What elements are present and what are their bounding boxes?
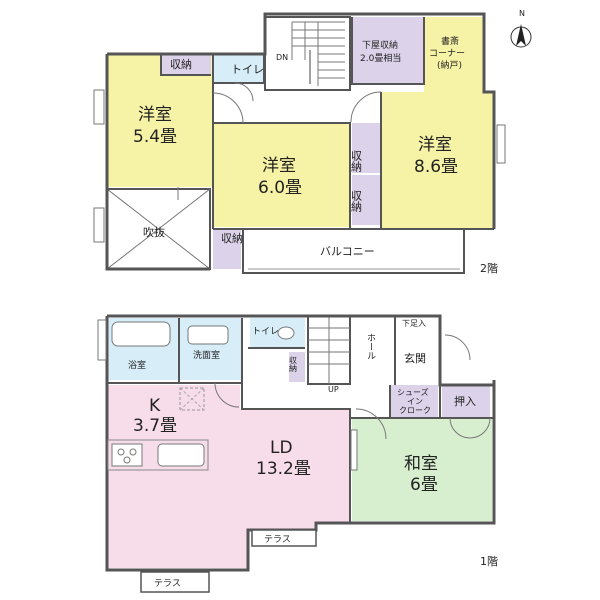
- balcony-label: バルコニー: [320, 245, 375, 258]
- shoe-box-label: 下足入: [402, 319, 426, 328]
- storage-a-fill: [352, 123, 380, 173]
- western-room-5-4-name: 洋室: [138, 105, 172, 125]
- study-line2: コーナー: [429, 48, 465, 59]
- entrance-label: 玄関: [404, 351, 426, 365]
- japanese-room-fill: [352, 418, 492, 521]
- balcony-area: [242, 228, 465, 274]
- living-dining-name: LD: [270, 438, 293, 458]
- storage-top-fill: [161, 54, 211, 75]
- study-corner-fill: [424, 17, 484, 92]
- japanese-room-name: 和室: [404, 454, 438, 474]
- attic-storage-line1: 下屋収納: [362, 39, 398, 51]
- floor-1-label: 1階: [480, 554, 498, 568]
- storage-1f-label: 収納: [289, 355, 298, 373]
- western-room-6-0-name: 洋室: [262, 156, 296, 176]
- shoes-closet-line3: クローク: [399, 406, 431, 415]
- storage-c-label: 収納: [221, 232, 243, 245]
- hall-label: ホール: [365, 333, 376, 360]
- attic-storage-line2: 2.0畳相当: [360, 52, 401, 64]
- japanese-room-size: 6畳: [410, 475, 438, 495]
- stairs-1f: [307, 315, 351, 385]
- western-room-6-0-fill: [213, 123, 350, 227]
- closet-fill: [442, 385, 490, 418]
- terrace-a-area: [251, 529, 317, 547]
- bath-label: 浴室: [128, 359, 146, 371]
- western-room-6-0-size: 6.0畳: [258, 178, 302, 198]
- storage-a-label: 収納: [350, 150, 363, 173]
- toilet-bowl-icon: [277, 326, 295, 340]
- floor-1-plan: 浴室 洗面室 トイレ 収納 ホール 下足入 玄関 シューズ イン クローク 押入…: [97, 314, 498, 593]
- closet-label: 押入: [454, 394, 476, 408]
- wash-basin-icon: [187, 325, 229, 345]
- stairs-2f: [264, 16, 351, 91]
- western-room-5-4-size: 5.4畳: [133, 127, 177, 147]
- western-room-8-6-name: 洋室: [418, 135, 452, 155]
- stairs-dn-label: DN: [276, 53, 288, 62]
- storage-1f-fill: [289, 352, 305, 382]
- sink-icon: [157, 443, 205, 467]
- shoes-closet-line1: シューズ: [397, 387, 429, 397]
- toilet-1f-label: トイレ: [252, 327, 279, 337]
- western-room-8-6-fill: [381, 92, 494, 228]
- terrace-b-label: テラス: [154, 578, 181, 589]
- washroom-label: 洗面室: [193, 349, 220, 361]
- storage-c-fill: [213, 229, 241, 269]
- study-line1: 書斎: [441, 35, 459, 47]
- study-line3: (納戸): [437, 59, 462, 71]
- western-room-5-4-fill: [107, 54, 213, 187]
- terrace-a-label: テラス: [264, 534, 291, 545]
- compass-label: N: [519, 9, 525, 18]
- shoes-closet-line2: イン: [407, 397, 423, 406]
- attic-storage-fill: [352, 17, 424, 84]
- ldk-fill: [107, 385, 350, 568]
- storage-top-label: 収納: [170, 58, 192, 71]
- stove-icon: [111, 443, 143, 467]
- shoes-closet-fill: [391, 385, 438, 418]
- terrace-b-area: [140, 571, 210, 593]
- western-room-8-6-size: 8.6畳: [414, 157, 458, 177]
- floor-2-label: 2階: [480, 261, 498, 275]
- toilet-2f-label: トイレ: [231, 63, 264, 76]
- north-compass-icon: N: [510, 9, 532, 48]
- floor-2-plan: 洋室 5.4畳 洋室 6.0畳 洋室 8.6畳 収納 トイレ DN 下屋収納 2…: [93, 12, 506, 275]
- kitchen-name: K: [149, 396, 161, 416]
- living-dining-size: 13.2畳: [256, 459, 311, 479]
- void-label: 吹抜: [143, 225, 165, 239]
- storage-b-fill: [352, 175, 380, 225]
- stairs-up-label: UP: [328, 385, 339, 394]
- fridge-space: [179, 387, 205, 411]
- kitchen-size: 3.7畳: [133, 416, 177, 436]
- toilet-2f-fill: [213, 54, 264, 83]
- bathtub-icon: [111, 321, 171, 347]
- storage-b-label: 収納: [350, 190, 363, 213]
- kitchen-counter: [107, 439, 209, 471]
